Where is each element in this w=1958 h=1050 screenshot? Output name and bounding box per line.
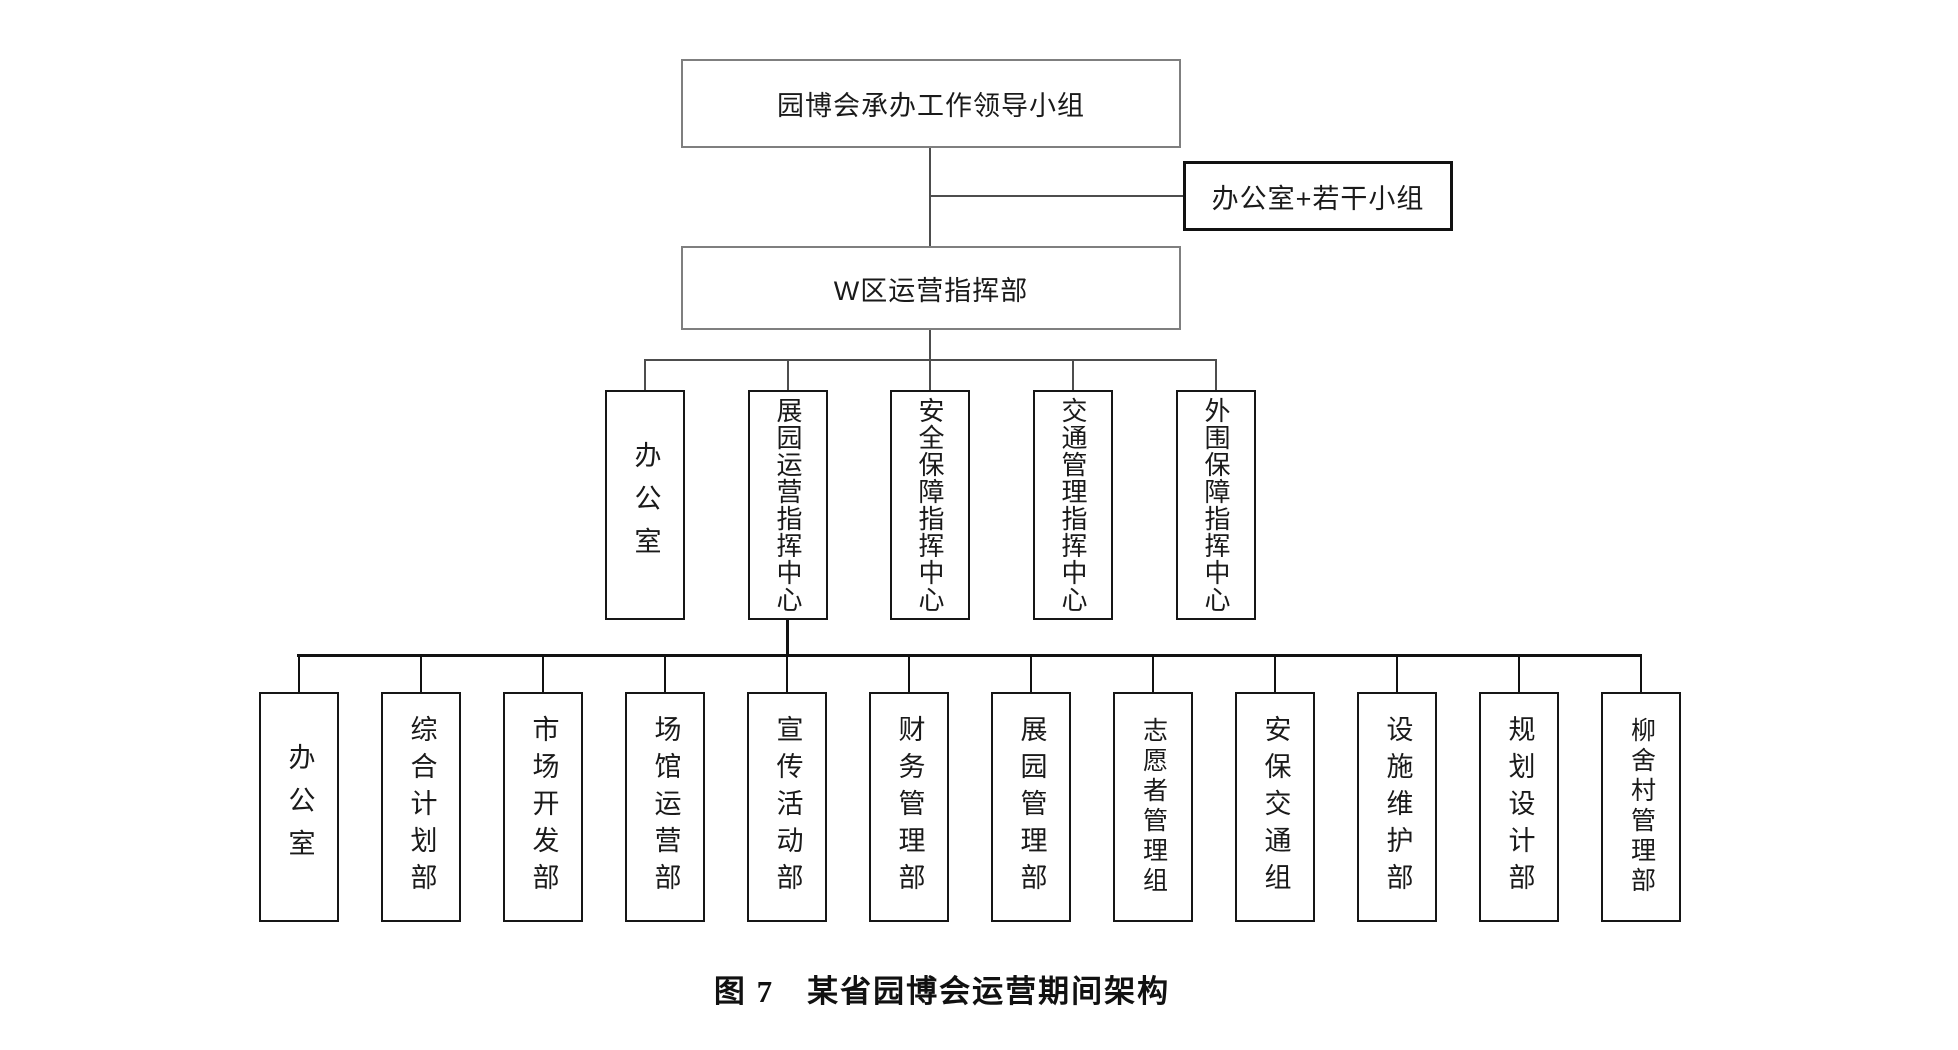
- connector-l3-branch: [644, 359, 1217, 361]
- node-l3-office: 办公室: [605, 390, 685, 620]
- connector-l3-to-l4-feeder: [786, 620, 789, 656]
- node-l4-planning-design-dept: 规划设计部: [1479, 692, 1559, 922]
- node-l4-facility-maintenance-dept: 设施维护部: [1357, 692, 1437, 922]
- node-l3-safety-assurance-center: 安全保障指挥中心: [890, 390, 970, 620]
- node-l4-comprehensive-planning-dept: 综合计划部: [381, 692, 461, 922]
- connector-l3-stub-1: [644, 359, 646, 390]
- node-l4-market-development-dept: 市场开发部: [503, 692, 583, 922]
- node-l3-traffic-management-center: 交通管理指挥中心: [1033, 390, 1113, 620]
- connector-l3-stub-2: [787, 359, 789, 390]
- node-l3-perimeter-security-center: 外围保障指挥中心: [1176, 390, 1256, 620]
- node-l4-finance-management-dept: 财务管理部: [869, 692, 949, 922]
- node-l3-exhibition-garden-ops-center: 展园运营指挥中心: [748, 390, 828, 620]
- connector-l4-stub-3: [542, 656, 544, 692]
- connector-l4-stub-8: [1152, 656, 1154, 692]
- connector-l4-stub-1: [298, 656, 300, 692]
- node-l4-office: 办公室: [259, 692, 339, 922]
- node-office-and-groups: 办公室+若干小组: [1183, 161, 1453, 231]
- node-l4-liushe-village-management-dept: 柳舍村管理部: [1601, 692, 1681, 922]
- connector-l4-stub-4: [664, 656, 666, 692]
- connector-to-staff-box: [930, 195, 1184, 197]
- node-leadership-group: 园博会承办工作领导小组: [681, 59, 1181, 148]
- connector-l4-stub-2: [420, 656, 422, 692]
- connector-l4-stub-7: [1030, 656, 1032, 692]
- connector-l4-stub-5: [786, 656, 788, 692]
- connector-l3-stub-5: [1215, 359, 1217, 390]
- connector-l4-bus: [297, 654, 1642, 657]
- connector-l4-stub-11: [1518, 656, 1520, 692]
- connector-l3-stub-4: [1072, 359, 1074, 390]
- node-l4-publicity-activities-dept: 宣传活动部: [747, 692, 827, 922]
- connector-l4-stub-12: [1640, 656, 1642, 692]
- node-l4-volunteer-management-group: 志愿者管理组: [1113, 692, 1193, 922]
- connector-l4-stub-6: [908, 656, 910, 692]
- connector-l4-stub-10: [1396, 656, 1398, 692]
- node-l4-exhibition-garden-management-dept: 展园管理部: [991, 692, 1071, 922]
- connector-l4-stub-9: [1274, 656, 1276, 692]
- node-w-district-command: W区运营指挥部: [681, 246, 1181, 330]
- node-l4-security-traffic-group: 安保交通组: [1235, 692, 1315, 922]
- node-l4-venue-operations-dept: 场馆运营部: [625, 692, 705, 922]
- figure-caption: 图 7 某省园博会运营期间架构: [713, 974, 1171, 1009]
- connector-root-to-command: [929, 148, 931, 247]
